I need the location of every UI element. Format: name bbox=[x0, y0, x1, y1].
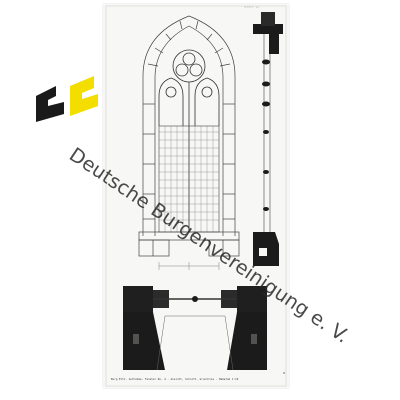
logo-black-mark bbox=[36, 86, 64, 122]
glazing-lattice bbox=[158, 125, 220, 233]
dbv-logo bbox=[36, 76, 98, 122]
sheet-border bbox=[105, 5, 287, 387]
sheet-caption: Burg Eltz. Aufnahme. Fenster No. 4 - Ans… bbox=[111, 378, 239, 381]
architectural-drawing bbox=[105, 5, 287, 387]
vertical-section bbox=[253, 12, 283, 266]
window-inner-frame bbox=[154, 25, 224, 236]
logo-yellow-mark bbox=[70, 76, 98, 116]
drawing-sheet: Blatt 12 8 Burg Eltz. Aufnahme. Fenster … bbox=[103, 4, 289, 388]
sheet-top-note: Blatt 12 bbox=[244, 5, 259, 9]
plan-section bbox=[123, 286, 267, 371]
sheet-number: 8 bbox=[283, 371, 285, 375]
window-elevation bbox=[142, 15, 236, 236]
dimension-line bbox=[158, 262, 220, 270]
window-sill bbox=[138, 231, 240, 257]
window-outer-frame bbox=[142, 15, 236, 236]
window-tracery bbox=[158, 49, 220, 232]
